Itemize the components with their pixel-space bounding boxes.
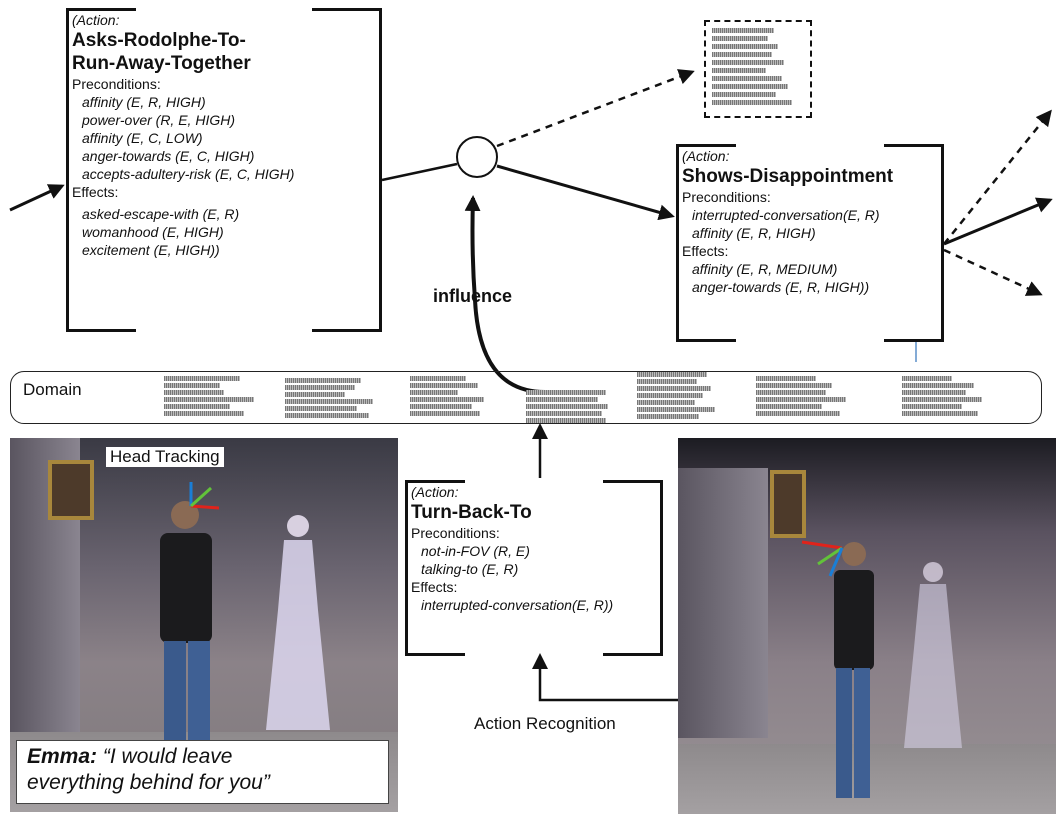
precondition: anger-towards (E, C, HIGH) [82, 148, 255, 164]
effect: asked-escape-with (E, R) [82, 206, 240, 222]
action-name: Turn-Back-To [411, 502, 532, 523]
head-tracking-axes [801, 540, 844, 577]
action-box-shows-disappointment: (Action: Shows-Disappointment Preconditi… [676, 144, 944, 342]
action-recognition-label: Action Recognition [474, 714, 616, 733]
caption-quote: “I would leave [102, 745, 233, 768]
preconditions-label: Preconditions: [72, 76, 161, 92]
painting [770, 470, 806, 538]
effects-label: Effects: [72, 184, 119, 200]
precondition: talking-to (E, R) [421, 561, 519, 577]
influence-label: influence [433, 286, 513, 306]
action-box-turn-back-to: (Action: Turn-Back-To Preconditions: not… [405, 480, 663, 656]
decision-node [456, 136, 498, 178]
precondition: power-over (R, E, HIGH) [82, 112, 235, 128]
preconditions-label: Preconditions: [411, 525, 500, 541]
effects-label: Effects: [682, 243, 729, 259]
action-tag: (Action: [682, 148, 730, 164]
precondition: accepts-adultery-risk (E, C, HIGH) [82, 166, 295, 182]
dashed-out-lower [943, 248, 1043, 296]
virtual-character [904, 562, 962, 748]
effect: affinity (E, R, MEDIUM) [692, 261, 838, 277]
domain-bar: Domain [10, 371, 1042, 424]
caption-quote: everything behind for you” [27, 771, 270, 794]
solid-out-middle [943, 197, 1053, 246]
dashed-out-upper [943, 109, 1052, 245]
head-tracking-axes [189, 482, 220, 510]
action-name: Run-Away-Together [72, 53, 251, 74]
vr-scene-photo-right [678, 438, 1056, 814]
effects-label: Effects: [411, 579, 458, 595]
action-tag: (Action: [72, 12, 120, 28]
caption-speaker: Emma: [27, 745, 98, 768]
hidden-action-box [704, 20, 812, 118]
incoming-arrow [9, 184, 65, 212]
action-name: Shows-Disappointment [682, 166, 894, 187]
dialogue-caption: Emma: “I would leave everything behind f… [16, 740, 389, 804]
influence-curve [464, 195, 546, 394]
effect: excitement (E, HIGH)) [82, 242, 220, 258]
dashed-edge-top [496, 69, 695, 148]
head-tracking-label: Head Tracking [106, 447, 224, 467]
painting [48, 460, 94, 520]
edge-to-disappointment [496, 164, 675, 221]
preconditions-label: Preconditions: [682, 189, 771, 205]
action-tag: (Action: [411, 484, 459, 500]
effect: womanhood (E, HIGH) [82, 224, 224, 240]
precondition: affinity (E, R, HIGH) [82, 94, 206, 110]
precondition: affinity (E, R, HIGH) [692, 225, 816, 241]
user-figure [834, 542, 874, 798]
effect: anger-towards (E, R, HIGH)) [692, 279, 870, 295]
action-name: Asks-Rodolphe-To- [72, 30, 246, 51]
virtual-character [266, 515, 330, 730]
domain-label: Domain [23, 380, 82, 399]
action-box-asks-rodolphe: (Action: Asks-Rodolphe-To- Run-Away-Toge… [66, 8, 382, 332]
precondition: not-in-FOV (R, E) [421, 543, 530, 559]
precondition: affinity (E, C, LOW) [82, 130, 203, 146]
effect: interrupted-conversation(E, R)) [421, 597, 614, 613]
precondition: interrupted-conversation(E, R) [692, 207, 880, 223]
edge-main-to-node [381, 162, 458, 182]
